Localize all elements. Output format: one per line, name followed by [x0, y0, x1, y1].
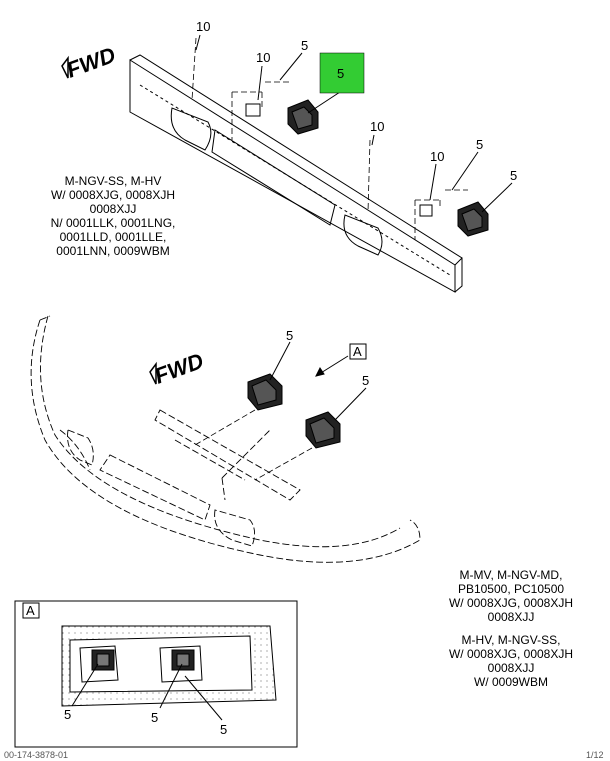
inset-bumper: [61, 625, 277, 707]
callout-5: 5: [362, 373, 369, 388]
mid-leaders: [269, 341, 367, 421]
inset-lamp-2: [171, 649, 195, 671]
highlighted-callout-box[interactable]: [319, 52, 365, 94]
callout-5: 5: [510, 168, 517, 183]
inset-leaders: [71, 663, 223, 721]
callout-5: 5: [151, 710, 158, 725]
callout-10: 10: [430, 149, 444, 164]
callout-10: 10: [370, 119, 384, 134]
callout-5: 5: [220, 722, 227, 737]
view-a-label-box: [349, 343, 367, 360]
callout-5: 5: [476, 137, 483, 152]
callout-5: 5: [301, 38, 308, 53]
page-number: 1/12: [586, 750, 604, 760]
callout-5: 5: [286, 328, 293, 343]
inset-lamp-1: [91, 649, 115, 671]
applicability-note-right-a: M-MV, M-NGV-MD, PB10500, PC10500 W/ 0008…: [448, 568, 574, 624]
svg-text:FWD: FWD: [63, 42, 119, 83]
fog-lamp-top-2: [457, 201, 489, 237]
top-leaders: [195, 34, 513, 213]
view-a-inset-label-box: [22, 602, 40, 619]
fog-lamp-mid-2: [305, 411, 341, 449]
curved-bumper: [30, 315, 421, 563]
fog-lamp-top-1: [287, 99, 319, 135]
top-assembly-lines: [191, 37, 468, 240]
clip-part-10: [245, 103, 433, 217]
callout-10: 10: [196, 19, 210, 34]
callout-10: 10: [256, 50, 270, 65]
applicability-note-right-b: M-HV, M-NGV-SS, W/ 0008XJG, 0008XJH 0008…: [448, 633, 574, 689]
callout-5-highlighted[interactable]: 5: [337, 66, 344, 81]
svg-text:FWD: FWD: [151, 348, 207, 389]
view-a-label: A: [353, 344, 362, 359]
fwd-arrow-top: FWD: [61, 42, 119, 83]
top-bumper: [129, 54, 463, 293]
fwd-arrow-mid: FWD: [149, 348, 207, 389]
mid-assembly-lines: [194, 409, 313, 481]
callout-5: 5: [64, 707, 71, 722]
fog-lamp-mid-1: [247, 373, 283, 411]
view-a-inset-label: A: [26, 603, 35, 618]
drawing-number: 00-174-3878-01: [4, 750, 69, 760]
applicability-note-top: M-NGV-SS, M-HV W/ 0008XJG, 0008XJH 0008X…: [50, 174, 176, 258]
